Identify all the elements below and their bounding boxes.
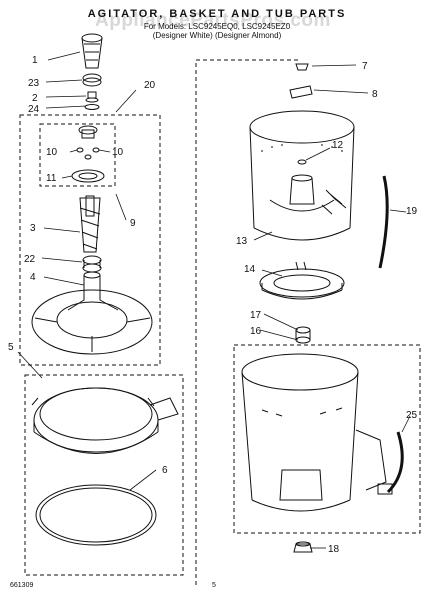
footer-code: 661309 — [10, 582, 34, 589]
agitator-group-box — [19, 114, 161, 366]
callout-12: 12 — [332, 140, 344, 151]
agitator-cap — [81, 33, 103, 69]
agitator-auger — [79, 195, 101, 253]
callout-5: 5 — [8, 342, 14, 353]
callout-23: 23 — [28, 78, 40, 89]
callout-7: 7 — [362, 61, 368, 72]
callout-10-left: 10 — [46, 147, 58, 158]
dog-kit-ring — [82, 73, 102, 87]
callout-14: 14 — [244, 264, 256, 275]
outer-tub — [241, 353, 387, 512]
basket-hub — [259, 261, 345, 300]
outer-tub-box — [233, 344, 421, 534]
callout-16: 16 — [250, 326, 262, 337]
watermark: AppliancePartsPros.com — [95, 10, 331, 31]
wash-basket — [249, 110, 355, 241]
hub-spanner — [289, 85, 313, 99]
callout-3: 3 — [30, 223, 36, 234]
leader-lines — [17, 51, 411, 549]
color-line: (Designer White) (Designer Almond) — [152, 31, 282, 40]
tub-ring-box — [24, 374, 184, 576]
callout-10-right: 10 — [112, 147, 124, 158]
callout-6: 6 — [162, 465, 168, 476]
diagram-title: AGITATOR, BASKET AND TUB PARTS — [87, 8, 347, 20]
callout-11: 11 — [46, 173, 57, 184]
callout-24: 24 — [28, 104, 40, 115]
cam-bolt — [84, 91, 100, 110]
agitator-base — [31, 271, 153, 355]
callout-8: 8 — [372, 89, 378, 100]
callout-17: 17 — [250, 310, 262, 321]
model-line: For Models: LSC9245EQ0, LSC9245EZ0 — [143, 22, 291, 31]
callout-9: 9 — [130, 218, 136, 229]
drain-hose — [377, 431, 404, 495]
cam-assembly — [71, 125, 105, 183]
tub-seal — [295, 326, 311, 344]
callout-22: 22 — [24, 254, 36, 265]
callout-18: 18 — [328, 544, 340, 555]
callout-1: 1 — [32, 55, 38, 66]
basket-drive-nut — [295, 63, 309, 71]
vibration-strap — [378, 175, 389, 269]
parts-link-line — [195, 59, 300, 585]
tub-ring — [31, 387, 179, 454]
callout-20: 20 — [144, 80, 156, 91]
footer-page-number: 5 — [212, 582, 216, 589]
callout-25: 25 — [406, 410, 418, 421]
tub-nut — [293, 541, 313, 553]
callout-19: 19 — [406, 206, 418, 217]
callout-13: 13 — [236, 236, 248, 247]
callout-2: 2 — [32, 93, 38, 104]
callout-numbers: 1 23 2 24 20 10 10 11 9 3 22 4 5 6 7 8 1… — [8, 55, 418, 555]
tub-seal-ring — [35, 484, 157, 546]
cam-kit-box — [39, 123, 116, 187]
callout-4: 4 — [30, 272, 36, 283]
auger-spline — [82, 255, 102, 273]
